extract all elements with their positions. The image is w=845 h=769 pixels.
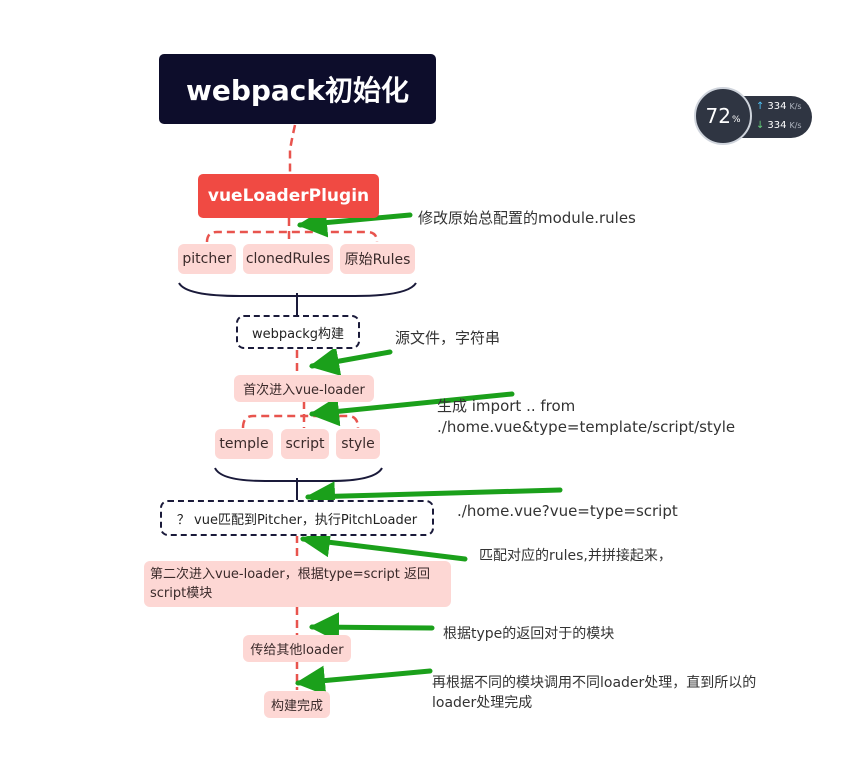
note-by-type: 根据type的返回对于的模块 [443,626,615,642]
pass-other-loader-pill: 传给其他loader [243,635,351,662]
connector-title-plugin [288,124,297,174]
pitcher-match-box: ？ vue匹配到Pitcher，执行PitchLoader [160,500,434,536]
note-match-rules: 匹配对应的rules,并拼接起来， [479,548,672,564]
original-rules-pill: 原始Rules [340,244,415,274]
download-speed-unit: K/s [789,121,802,130]
arrow-query [305,481,563,512]
part-style-pill: style [336,429,380,459]
note-generate-line2: ./home.vue&type=template/script/style [437,418,736,436]
note-generate-line1: 生成 import .. from [437,397,576,415]
network-speed-widget[interactable]: ↑ 334 K/s ↓ 334 K/s 72 % [694,87,814,147]
connector-plugin-branch [205,230,379,243]
upload-speed-unit: K/s [789,102,802,111]
arrow-source [309,346,393,376]
arrow-by-type [309,612,435,643]
pitcher-pill: pitcher [178,244,236,274]
first-enter-vue-loader-pill: 首次进入vue-loader [234,375,374,402]
brace-under-parts [214,467,383,482]
note-final-line2: loader处理完成 [432,695,533,711]
upload-speed-value: 334 [767,101,787,112]
usage-percent-unit: % [731,115,741,125]
arrow-modify-rules [297,207,413,238]
note-modify-rules: 修改原始总配置的module.rules [418,209,636,227]
arrow-generate [309,391,515,427]
brace-under-rules [178,282,417,297]
webpack-build-box: webpackg构建 [236,315,360,349]
build-complete-pill: 构建完成 [264,691,330,718]
note-final-line1: 再根据不同的模块调用不同loader处理，直到所以的 [432,675,757,691]
download-arrow-icon: ↓ [756,120,765,131]
upload-speed: ↑ 334 K/s [756,101,802,112]
vue-loader-plugin-box: vueLoaderPlugin [198,174,379,218]
download-speed-value: 334 [767,120,787,131]
arrow-final [295,665,433,696]
part-template-pill: temple [215,429,273,459]
connector-parts-branch [241,414,360,429]
title-box: webpack初始化 [159,54,436,124]
arrow-match-rules [300,527,468,562]
usage-gauge[interactable]: 72 % [694,87,752,145]
part-script-pill: script [281,429,329,459]
cloned-rules-pill: clonedRules [243,244,333,274]
upload-arrow-icon: ↑ [756,101,765,112]
speed-panel: ↑ 334 K/s ↓ 334 K/s [742,96,812,138]
usage-percent: 72 [705,104,731,128]
note-source-string: 源文件，字符串 [395,329,501,347]
download-speed: ↓ 334 K/s [756,120,802,131]
second-enter-vue-loader-pill: 第二次进入vue-loader，根据type=script 返回 script模… [144,561,451,607]
note-query: ./home.vue?vue=type=script [457,502,678,520]
